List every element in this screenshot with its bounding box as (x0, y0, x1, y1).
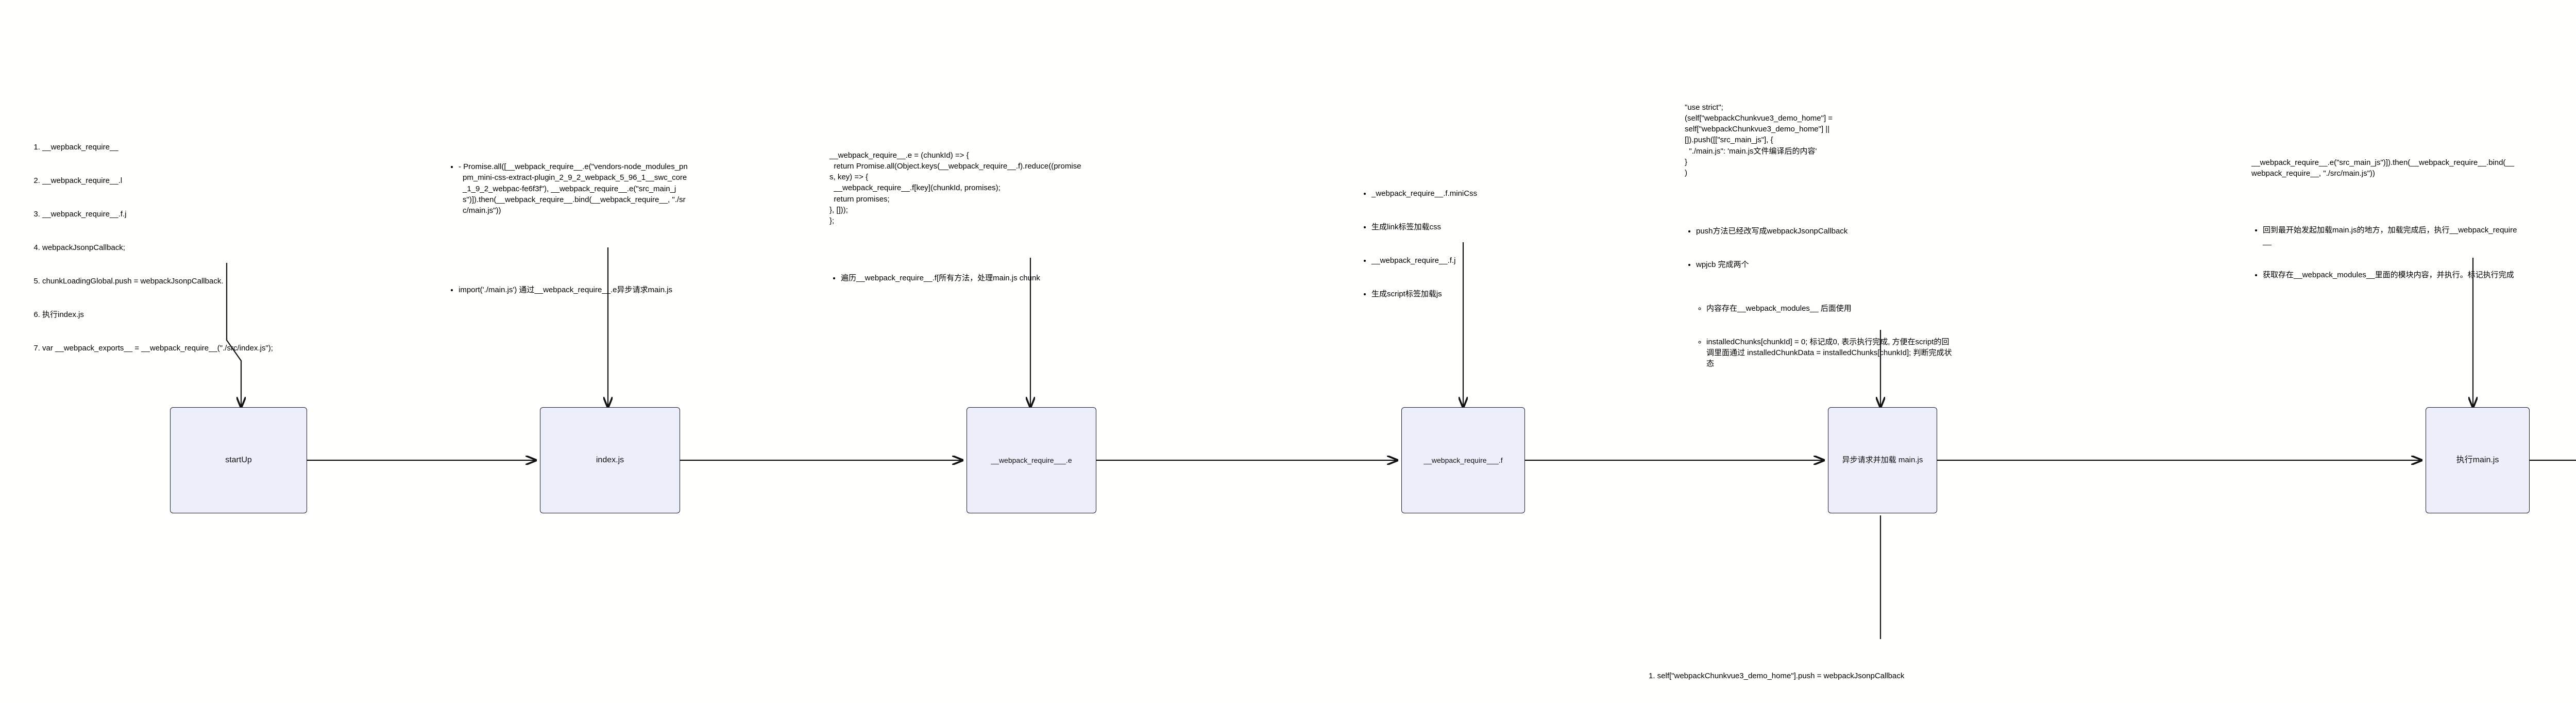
list-item: wpjcb 完成两个 内容存在__webpack_modules__ 后面使用 … (1696, 259, 1953, 414)
node-index-js[interactable]: index.js (540, 407, 680, 513)
list-item: chunkLoadingGlobal.push = webpackJsonpCa… (42, 276, 433, 287)
async-main-subbullet-list: 内容存在__webpack_modules__ 后面使用 installedCh… (1696, 281, 1953, 392)
require-e-code: __webpack_require__.e = (chunkId) => { r… (829, 150, 1081, 226)
node-label: index.js (596, 456, 624, 465)
list-item: webpackJsonpCallback; (42, 242, 433, 253)
async-main-code: "use strict"; (self["webpackChunkvue3_de… (1685, 103, 1833, 178)
list-item: 遍历__webpack_require__.f[所有方法，处理main.js c… (841, 273, 1087, 283)
list-item: import('./main.js') 通过__webpack_require_… (459, 284, 689, 295)
node-label: startUp (225, 456, 252, 465)
node-label: __webpack_require___.f (1423, 456, 1503, 464)
list-item: 执行index.js (42, 309, 433, 320)
node-require-e[interactable]: __webpack_require___.e (967, 407, 1096, 513)
list-item: 生成link标签加载css (1371, 222, 1577, 232)
node-exec-main[interactable]: 执行main.js (2426, 407, 2530, 513)
node-startup[interactable]: startUp (170, 407, 307, 513)
list-item: __webpack_require__.l (42, 175, 433, 186)
list-item: 内容存在__webpack_modules__ 后面使用 (1706, 303, 1953, 314)
list-item: 回到最开始发起加载main.js的地方，加载完成后，执行__webpack_re… (2263, 225, 2519, 247)
node-label: 执行main.js (2456, 456, 2499, 465)
list-item: 获取存在__webpack_modules__里面的模块内容，并执行。标记执行完… (2263, 270, 2519, 280)
index-js-bullet-list: import('./main.js') 通过__webpack_require_… (447, 263, 689, 318)
async-main-bullet-list: push方法已经改写成webpackJsonpCallback wpjcb 完成… (1685, 204, 1953, 436)
note-require-f: _webpack_require__.f.miniCss 生成link标签加载c… (1360, 144, 1577, 344)
list-item: var __webpack_exports__ = __webpack_requ… (42, 343, 433, 354)
exec-main-bullet-list: 回到最开始发起加载main.js的地方，加载完成后，执行__webpack_re… (2251, 203, 2519, 303)
list-item: _webpack_require__.f.miniCss (1371, 188, 1577, 199)
async-main-footer-text: 1. self["webpackChunkvue3_demo_home"].pu… (1649, 671, 1905, 680)
require-f-bullet-list: _webpack_require__.f.miniCss 生成link标签加载c… (1360, 166, 1577, 322)
node-label: 异步请求并加载 main.js (1842, 455, 1923, 464)
list-item: installedChunks[chunkId] = 0; 标记成0, 表示执行… (1706, 337, 1953, 370)
index-js-code-list: - Promise.all([__webpack_require__.e("ve… (447, 140, 689, 239)
note-async-main-footer: 1. self["webpackChunkvue3_demo_home"].pu… (1649, 648, 2112, 703)
note-require-e: __webpack_require__.e = (chunkId) => { r… (829, 128, 1087, 328)
list-item: 生成script标签加载js (1371, 289, 1577, 299)
node-label: __webpack_require___.e (991, 456, 1072, 464)
note-startup-steps: __wepback_require__ __webpack_require__.… (31, 98, 433, 398)
code-line: - Promise.all([__webpack_require__.e("ve… (459, 161, 689, 216)
note-async-main: "use strict"; (self["webpackChunkvue3_de… (1685, 80, 1953, 458)
node-async-main[interactable]: 异步请求并加载 main.js (1828, 407, 1937, 513)
list-item: __wepback_require__ (42, 142, 433, 153)
list-item: push方法已经改写成webpackJsonpCallback (1696, 226, 1953, 237)
note-exec-main: __webpack_require__.e("src_main_js")]).t… (2251, 135, 2519, 325)
note-index-js: - Promise.all([__webpack_require__.e("ve… (447, 118, 689, 340)
exec-main-code: __webpack_require__.e("src_main_js")]).t… (2251, 158, 2515, 178)
require-e-bullet-list: 遍历__webpack_require__.f[所有方法，处理main.js c… (829, 250, 1087, 306)
startup-step-list: __wepback_require__ __webpack_require__.… (31, 120, 433, 376)
node-require-f[interactable]: __webpack_require___.f (1401, 407, 1525, 513)
list-item: __webpack_require__.f.j (42, 209, 433, 220)
list-item: __webpack_require__.f.j (1371, 255, 1577, 266)
